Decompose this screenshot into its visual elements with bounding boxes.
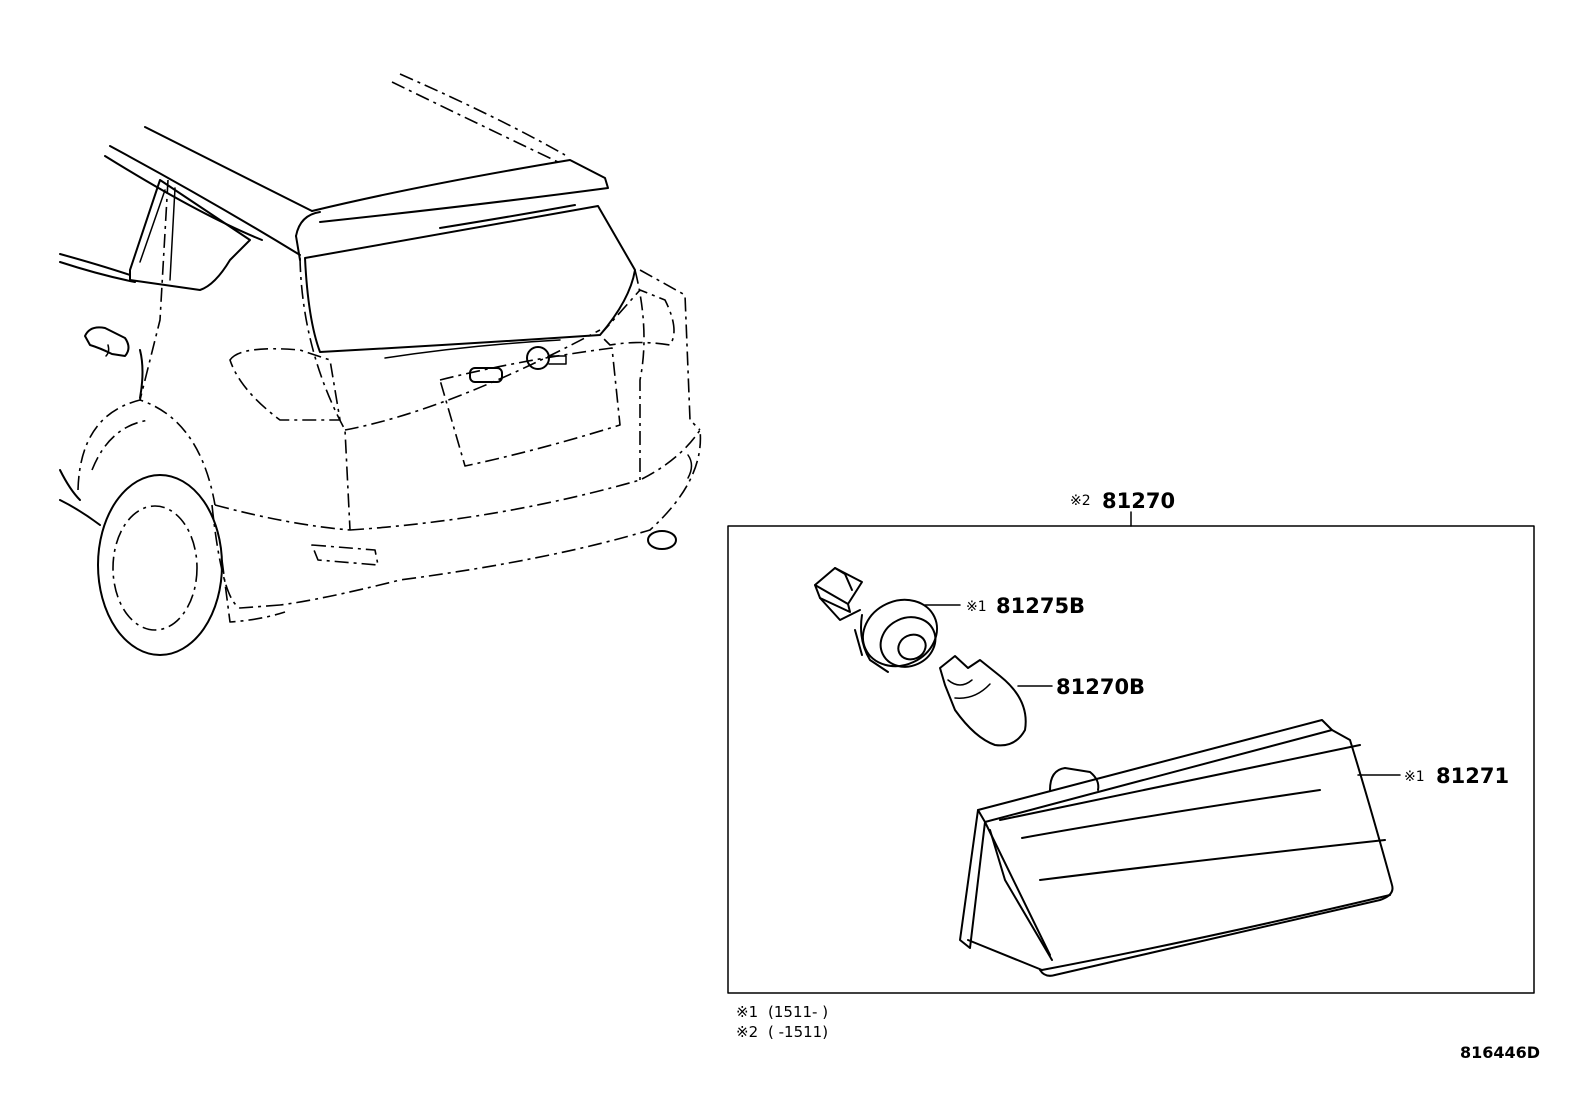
lens-illustration xyxy=(959,719,1394,977)
bulb-part-number: 81270B xyxy=(1056,675,1145,699)
callout-bulb: 81270B xyxy=(1056,675,1145,699)
callout-socket: ※1 81275B xyxy=(966,594,1085,618)
lens-mark: ※1 xyxy=(1404,769,1425,785)
bulb-illustration xyxy=(939,655,1027,747)
socket-part-number: 81275B xyxy=(996,594,1085,618)
lens-part-number: 81271 xyxy=(1436,764,1509,788)
note-1-text: (1511- ) xyxy=(768,1003,828,1021)
note-2: ※2 ( -1511) xyxy=(736,1023,828,1041)
note-1-mark: ※1 xyxy=(736,1003,758,1021)
diagram-code: 816446D xyxy=(1460,1043,1540,1062)
vehicle-rear-illustration xyxy=(59,73,702,656)
note-2-mark: ※2 xyxy=(736,1023,758,1041)
note-1: ※1 (1511- ) xyxy=(736,1003,828,1021)
assembly-frame xyxy=(727,525,1535,994)
callout-assembly: ※2 81270 xyxy=(1070,489,1175,513)
assembly-part-number: 81270 xyxy=(1102,489,1175,513)
note-2-text: ( -1511) xyxy=(768,1023,828,1041)
socket-illustration xyxy=(814,567,938,673)
socket-mark: ※1 xyxy=(966,599,987,615)
callout-lens: ※1 81271 xyxy=(1404,764,1509,788)
assembly-mark: ※2 xyxy=(1070,493,1091,509)
